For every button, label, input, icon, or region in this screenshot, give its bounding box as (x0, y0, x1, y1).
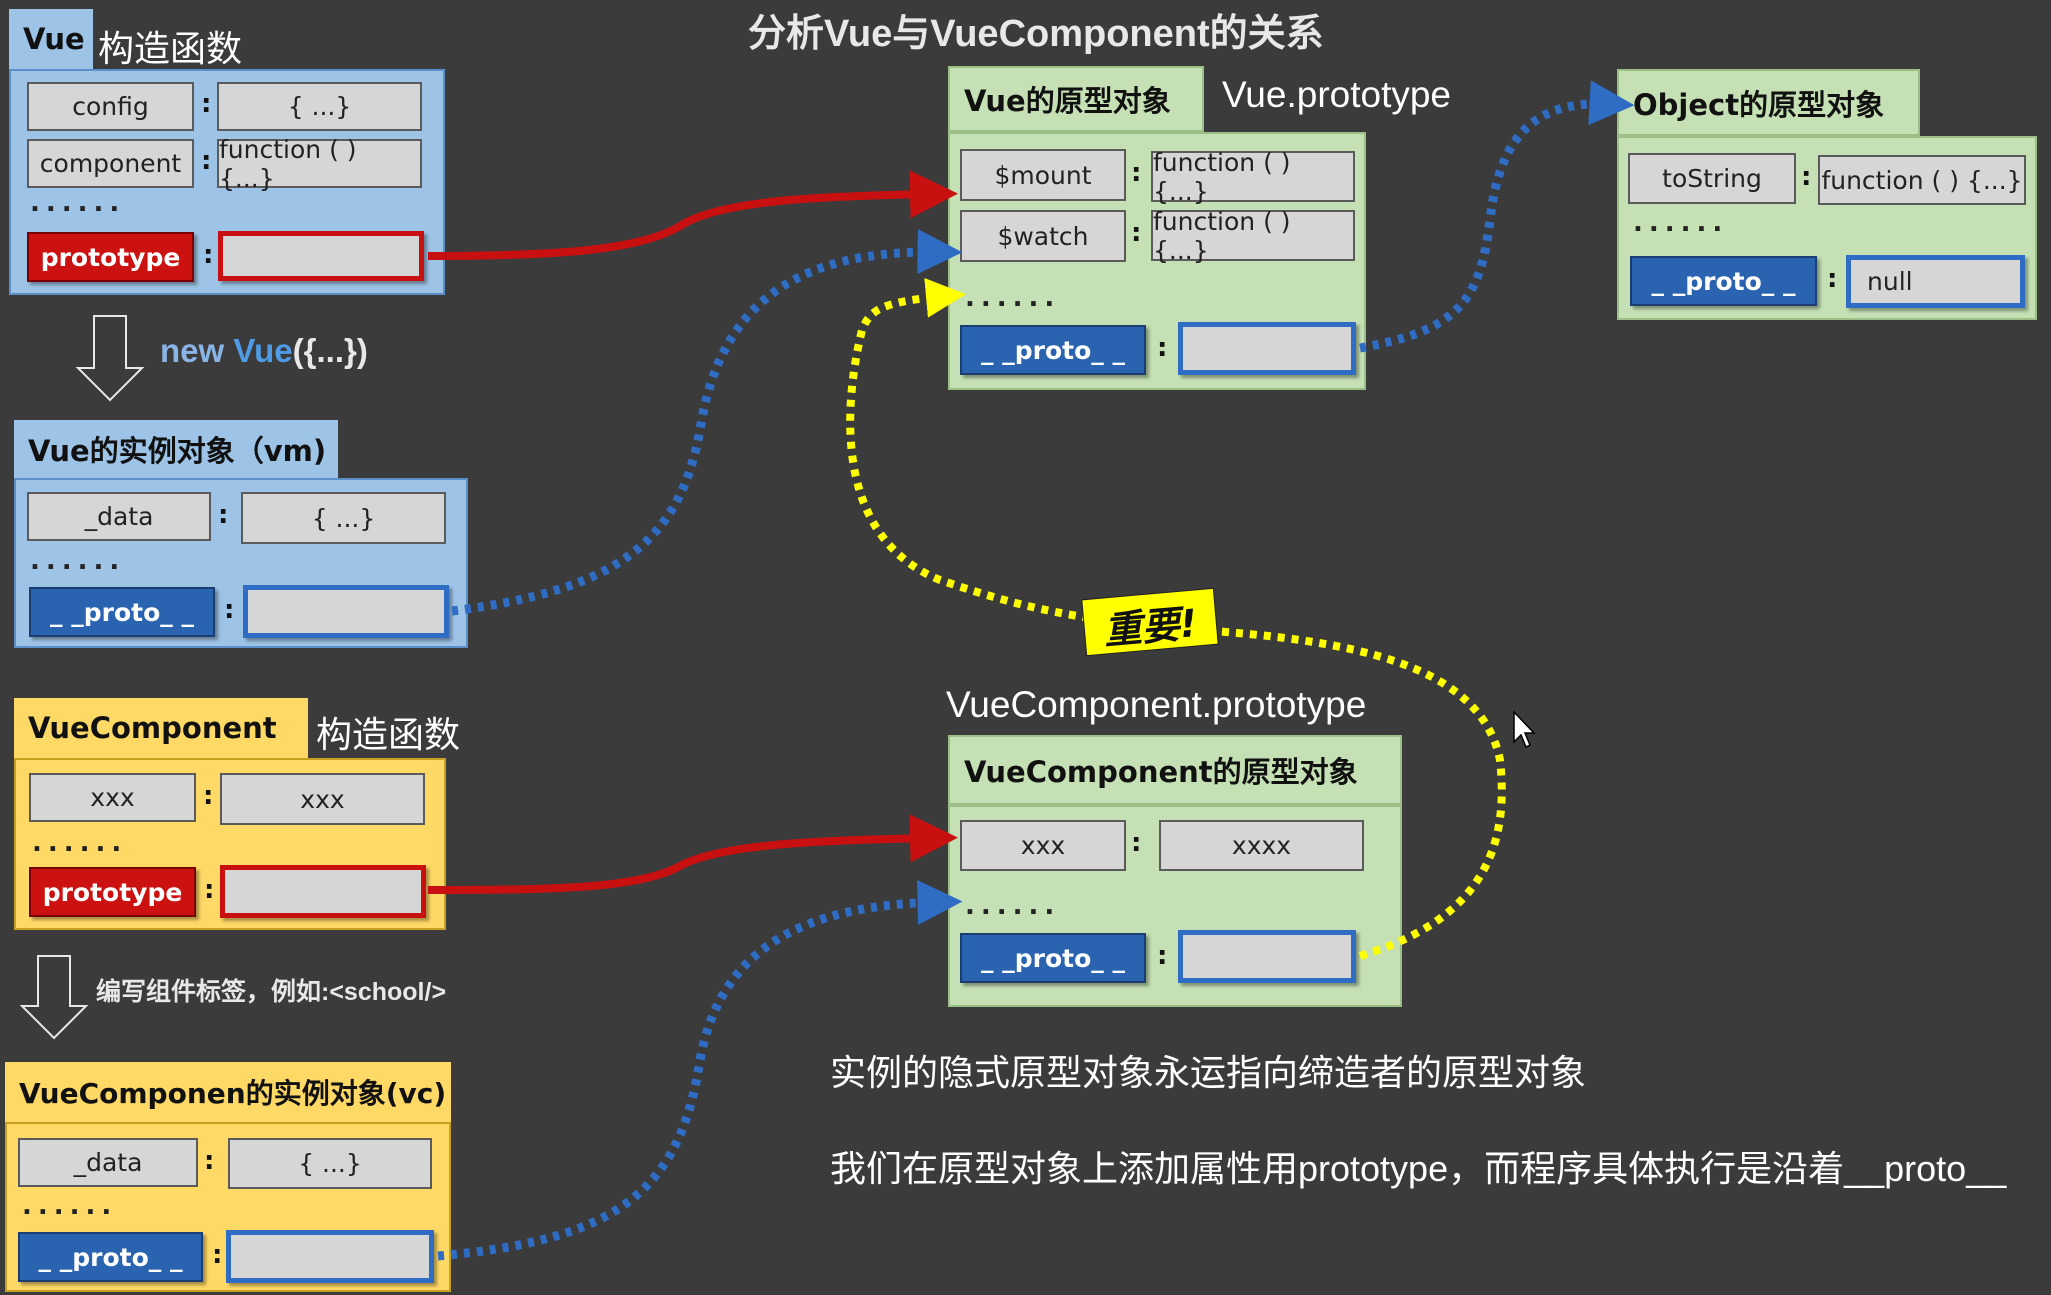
object-proto-value-tostring: function ( ) {...} (1818, 155, 2026, 205)
vc-proto-proto-key: _ _proto_ _ (960, 933, 1146, 983)
vm-tab: Vue的实例对象（vm) (14, 420, 338, 478)
vue-ctor-label: 构造函数 (98, 28, 243, 69)
important-label: 重要! (1101, 600, 1199, 653)
vc-ctor-prototype-key: prototype (29, 867, 196, 917)
vc-ctor-prototype-value (220, 865, 426, 918)
object-proto-title: Object的原型对象 (1633, 87, 1885, 122)
colon: : (1801, 162, 1812, 192)
object-proto-proto-key: _ _proto_ _ (1630, 256, 1817, 306)
object-proto-dots: ...... (1633, 208, 1729, 238)
vue-proto-dots: ...... (965, 283, 1061, 313)
write-tag-label: 编写组件标签，例如:<school/> (96, 978, 447, 1006)
vue-ctor-dots: ...... (30, 188, 126, 218)
vc-proto-tab: VueComponent的原型对象 (948, 735, 1402, 805)
note-2: 我们在原型对象上添加属性用prototype，而程序具体执行是沿着__proto… (830, 1148, 2007, 1189)
vue-ctor-name: Vue (23, 22, 85, 56)
vue-proto-key-watch: $watch (960, 210, 1126, 262)
vue-ctor-value-component: function ( ) {...} (217, 135, 422, 193)
vue-proto-proto-value (1178, 322, 1356, 375)
vue-proto-value-watch: function ( ) {...} (1151, 207, 1355, 265)
vc-key-data: _data (18, 1138, 198, 1187)
down-arrow-new-vue (75, 315, 145, 402)
vc-proto-key: _ _proto_ _ (18, 1232, 203, 1282)
vue-proto-proto-key: _ _proto_ _ (960, 325, 1146, 375)
new-vue-vue: Vue (233, 332, 293, 369)
important-badge (1081, 587, 1219, 657)
colon: : (203, 781, 214, 811)
mouse-cursor-icon (1513, 710, 1536, 749)
vm-value-data: { ...} (241, 492, 446, 544)
vue-ctor-prototype-value (218, 231, 424, 281)
object-proto-proto-value: null (1846, 255, 2025, 308)
vc-ctor-tab: VueComponent (14, 698, 308, 758)
vm-key-data: _data (27, 492, 211, 541)
vm-dots: ...... (30, 546, 126, 576)
colon: : (1131, 218, 1142, 248)
colon: : (1157, 941, 1168, 971)
vc-proto-value-xxxx: xxxx (1159, 820, 1364, 871)
new-vue-label: new Vue({...}) (160, 332, 368, 370)
colon: : (201, 89, 212, 119)
vc-proto-link (437, 879, 963, 1261)
vue-ctor-key-component: component (27, 139, 194, 188)
colon: : (1131, 828, 1142, 858)
vue-proto-caption: Vue.prototype (1222, 74, 1452, 115)
vc-prototype-arrow (427, 814, 958, 894)
vc-tab: VueComponen的实例对象(vc) (5, 1062, 451, 1122)
colon: : (212, 1240, 223, 1270)
vc-ctor-label: 构造函数 (316, 714, 461, 755)
vm-title: Vue的实例对象（vm) (28, 434, 327, 468)
colon: : (1131, 158, 1142, 188)
vc-title: VueComponen的实例对象(vc) (19, 1077, 447, 1110)
vm-proto-key: _ _proto_ _ (29, 587, 215, 637)
colon: : (1827, 264, 1838, 294)
colon: : (224, 595, 235, 625)
vue-proto-key-mount: $mount (960, 149, 1126, 201)
vc-ctor-name: VueComponent (28, 711, 277, 745)
vc-dots: ...... (22, 1191, 118, 1221)
note-1: 实例的隐式原型对象永运指向缔造者的原型对象 (830, 1052, 1587, 1093)
vue-prototype-arrow (427, 170, 958, 260)
vc-ctor-key-xxx: xxx (29, 773, 196, 822)
vue-ctor-key-config: config (27, 82, 194, 131)
vm-proto-value (243, 585, 449, 638)
down-arrow-write-tag (19, 955, 89, 1040)
vc-proto-value (226, 1230, 434, 1283)
colon: : (218, 500, 229, 530)
vc-proto-caption: VueComponent.prototype (946, 684, 1367, 725)
vue-proto-title: Vue的原型对象 (964, 84, 1171, 118)
vm-proto-link (451, 229, 963, 616)
colon: : (201, 146, 212, 176)
colon: : (1157, 333, 1168, 363)
object-proto-tab: Object的原型对象 (1617, 69, 1920, 136)
object-proto-key-tostring: toString (1628, 153, 1796, 204)
new-vue-prefix: new (160, 332, 234, 369)
vc-value-data: { ...} (228, 1138, 432, 1189)
vc-ctor-value-xxx: xxx (220, 773, 425, 825)
vue-proto-tab: Vue的原型对象 (948, 66, 1204, 132)
vue-ctor-tab: Vue (9, 9, 93, 69)
colon: : (204, 875, 215, 905)
page-title: 分析Vue与VueComponent的关系 (748, 13, 1324, 55)
vue-ctor-value-config: { ...} (217, 82, 422, 131)
new-vue-suffix: ({...}) (292, 332, 368, 369)
object-proto-null: null (1867, 267, 1913, 296)
colon: : (204, 1146, 215, 1176)
vc-proto-key-xxx: xxx (960, 820, 1126, 871)
vc-ctor-dots: ...... (32, 828, 128, 858)
vc-proto-title: VueComponent的原型对象 (964, 755, 1358, 789)
vue-proto-to-object-link (1359, 80, 1635, 353)
vc-proto-proto-value (1178, 930, 1356, 983)
vc-proto-dots: ...... (965, 891, 1061, 921)
vue-ctor-prototype-key: prototype (27, 232, 194, 282)
colon: : (203, 240, 214, 270)
vue-proto-value-mount: function ( ) {...} (1151, 148, 1355, 206)
